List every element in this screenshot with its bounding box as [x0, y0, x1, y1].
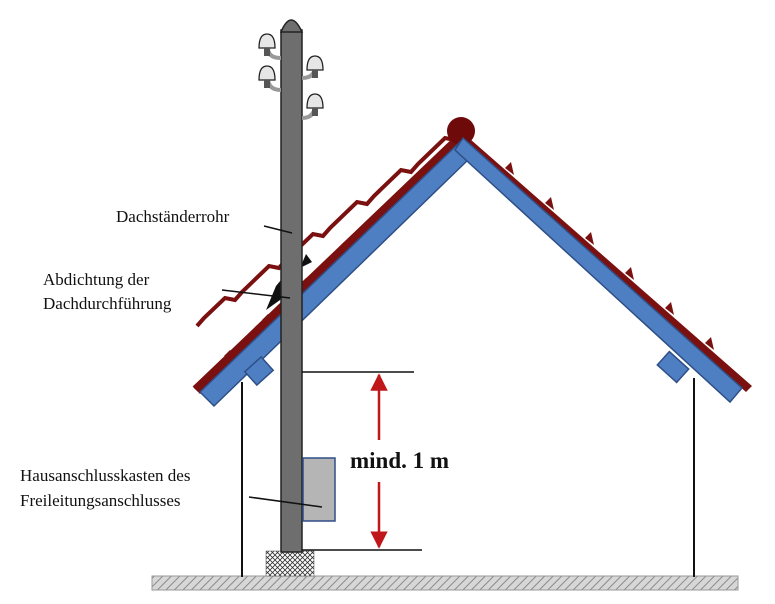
- connection-box: [302, 457, 336, 522]
- roof-pipe: [280, 29, 303, 553]
- roof-tiles-left-band: [194, 132, 466, 394]
- ground-strip: [151, 575, 739, 591]
- label-box-line1: Hausanschlusskasten des: [20, 466, 190, 485]
- roof-tiles-left: [192, 130, 464, 390]
- label-box-line2: Freileitungsanschlusses: [20, 491, 181, 510]
- leader-roof-pipe: [263, 225, 293, 234]
- roof-tiles-right-band: [460, 132, 752, 392]
- ridge-cap: [447, 117, 475, 145]
- label-sealing-line1: Abdichtung der: [43, 270, 150, 289]
- wall-plate-right: [656, 350, 690, 384]
- label-sealing-line2: Dachdurchführung: [43, 294, 172, 313]
- roof-tile-teeth: [224, 162, 714, 360]
- pipe-foot: [265, 550, 315, 577]
- rafter-left: [198, 138, 471, 408]
- leader-sealing: [221, 289, 291, 299]
- label-roof-pipe: Dachständerrohr: [116, 207, 230, 226]
- roof-sealing-upper: [300, 254, 312, 268]
- label-dimension: mind. 1 m: [350, 448, 449, 473]
- rafter-right: [454, 136, 744, 404]
- wall-plate-left: [243, 355, 275, 387]
- insulators: [258, 33, 324, 120]
- roof-pipe-top: [279, 19, 304, 33]
- leader-connection-box: [248, 496, 323, 508]
